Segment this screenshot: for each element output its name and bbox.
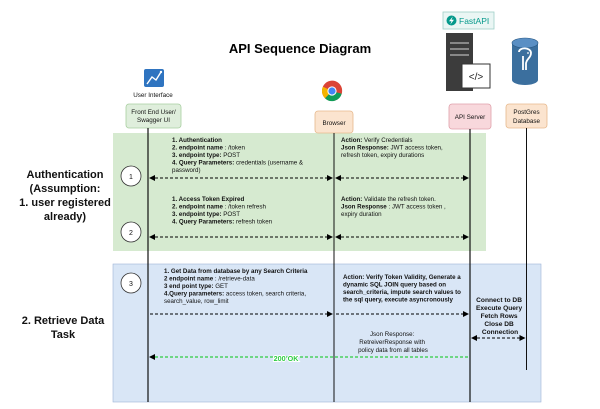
step-2-number: 2 [129, 230, 133, 237]
step-1-marker: 1 [120, 165, 142, 187]
retrieve-section-label-1: 2. Retrieve Data [22, 315, 105, 327]
server-icon [446, 33, 491, 91]
auth-section-label-1: Authentication [27, 169, 104, 181]
step-3-request-text: 1. Get Data from database by any Search … [164, 268, 309, 305]
code-icon: </> [469, 72, 484, 83]
step-2-response-text: Action: Validate the refresh token. Json… [341, 196, 448, 218]
postgres-actor-label-1: PostGres [513, 109, 539, 116]
ok-status-label: 200 OK [274, 354, 300, 363]
auth-section-label-2: (Assumption: [30, 183, 101, 195]
chart-icon [144, 69, 164, 87]
fastapi-badge [442, 11, 495, 30]
step-1-number: 1 [129, 174, 133, 181]
auth-section-band [113, 133, 486, 251]
auth-section-label-4: already) [44, 211, 87, 223]
step-2-marker: 2 [120, 221, 142, 243]
ui-actor-box [125, 103, 182, 129]
step-3-number: 3 [129, 281, 133, 288]
ui-actor-label-1: Front End User/ [131, 109, 176, 116]
step-3-marker: 3 [120, 272, 142, 294]
chrome-browser-icon [321, 80, 343, 102]
api-server-actor-label: API Server [455, 114, 485, 121]
fastapi-label: FastAPI [459, 16, 489, 26]
ui-icon-label: User Interface [133, 92, 173, 99]
postgres-actor-label-2: Database [513, 118, 540, 125]
browser-actor-label: Browser [322, 120, 345, 127]
postgres-database-icon [511, 37, 539, 85]
step-1-response-text: Action: Verify Credentials Json Response… [341, 137, 444, 159]
auth-section-label-3: 1. user registered [19, 197, 111, 209]
step-3-response-text: Action: Verify Token Validity, Generate … [343, 274, 463, 304]
step-1-request-text: 1. Authentication 2. endpoint name : /to… [172, 137, 305, 174]
fastapi-bolt-icon [446, 15, 457, 26]
final-response-text: Json Response: RetreiverResponse with po… [358, 331, 428, 354]
retrieve-section-label-2: Task [51, 329, 76, 341]
diagram-title: API Sequence Diagram [229, 41, 371, 56]
db-operations-note: Connect to DB Execute Query Fetch Rows C… [476, 297, 524, 336]
ui-actor-label-2: Swagger UI [137, 117, 170, 124]
step-2-request-text: 1. Access Token Expired 2. endpoint name… [172, 196, 273, 226]
